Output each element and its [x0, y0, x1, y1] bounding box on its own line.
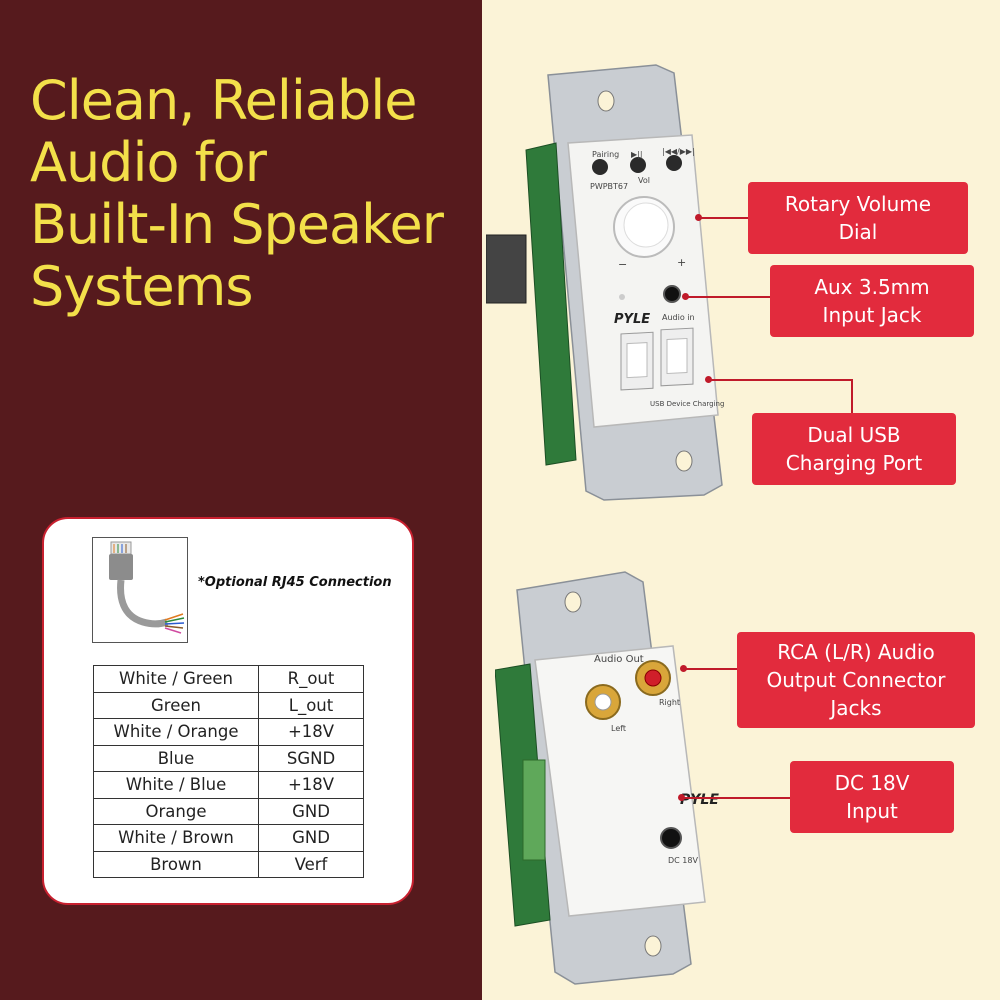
callout-rca-output: RCA (L/R) Audio Output Connector Jacks	[737, 632, 975, 728]
rj45-caption: *Optional RJ45 Connection	[198, 575, 392, 590]
vol-plus-label: +	[677, 256, 687, 269]
rca-left-label: Left	[611, 724, 627, 733]
signal-cell: L_out	[258, 691, 364, 719]
dc-leader-line	[683, 797, 790, 799]
headline-line-3: Built-In Speaker	[30, 193, 444, 256]
headline-line-2: Audio for	[30, 131, 267, 194]
volume-leader-dot	[695, 214, 702, 221]
rca-leader-line	[685, 668, 737, 670]
audio-out-label: Audio Out	[594, 654, 644, 665]
headline-line-4: Systems	[30, 255, 254, 318]
wire-color-cell: White / Orange	[93, 718, 259, 746]
volume-leader-line	[700, 217, 748, 219]
usb-leader-line-v	[851, 379, 853, 413]
wire-color-cell: Green	[93, 691, 259, 719]
table-row: White / Blue+18V	[93, 771, 364, 799]
wire-color-cell: Brown	[93, 850, 259, 878]
rj45-cable-icon	[109, 541, 185, 634]
rca-leader-dot	[680, 665, 687, 672]
aux-leader-line	[687, 296, 770, 298]
callout-aux-input: Aux 3.5mm Input Jack	[770, 265, 974, 337]
callout-dual-usb: Dual USB Charging Port	[752, 413, 956, 485]
dc-jack-label: DC 18V	[668, 856, 698, 865]
vol-minus-label: −	[618, 258, 628, 271]
wire-color-cell: White / Blue	[93, 771, 259, 799]
model-label: PWPBT67	[590, 182, 629, 191]
wall-plate-front-device	[486, 64, 723, 501]
skip-label: |◀◀/▶▶|	[662, 147, 695, 156]
brand-logo-top: PYLE	[614, 312, 651, 327]
callout-aux-input-text: Aux 3.5mm Input Jack	[814, 275, 930, 327]
signal-cell: SGND	[258, 744, 364, 772]
callout-dc-input: DC 18V Input	[790, 761, 954, 833]
usb-charging-label: USB Device Charging	[650, 400, 725, 408]
signal-cell: GND	[258, 797, 364, 825]
wire-color-cell: White / Green	[93, 665, 259, 693]
callout-dc-input-text: DC 18V Input	[834, 771, 910, 823]
signal-cell: GND	[258, 824, 364, 852]
callout-rca-output-text: RCA (L/R) Audio Output Connector Jacks	[766, 640, 946, 720]
aux-leader-dot	[682, 293, 689, 300]
signal-cell: Verf	[258, 850, 364, 878]
callout-rotary-volume-text: Rotary Volume Dial	[784, 192, 932, 244]
dc-leader-dot	[678, 794, 685, 801]
rca-right-label: Right	[659, 698, 681, 707]
wire-color-cell: Blue	[93, 744, 259, 772]
callout-rotary-volume: Rotary Volume Dial	[748, 182, 968, 254]
pairing-label: Pairing	[592, 150, 620, 159]
signal-cell: +18V	[258, 718, 364, 746]
headline-line-1: Clean, Reliable	[30, 69, 418, 132]
callout-dual-usb-text: Dual USB Charging Port	[785, 423, 923, 475]
vol-label: Vol	[638, 176, 650, 185]
play-pause-label: ▶||	[631, 150, 643, 159]
audio-in-label: Audio in	[662, 313, 695, 322]
usb-leader-line-h	[710, 379, 853, 381]
wire-color-cell: Orange	[93, 797, 259, 825]
table-row: White / Orange+18V	[93, 718, 364, 746]
headline: Clean, Reliable Audio for Built-In Speak…	[30, 70, 470, 318]
brand-logo-bottom: PYLE	[680, 792, 719, 808]
signal-cell: +18V	[258, 771, 364, 799]
wall-plate-rear-device	[495, 571, 706, 985]
wire-color-cell: White / Brown	[93, 824, 259, 852]
usb-leader-dot	[705, 376, 712, 383]
rj45-cable-illustration	[92, 537, 188, 643]
signal-cell: R_out	[258, 665, 364, 693]
